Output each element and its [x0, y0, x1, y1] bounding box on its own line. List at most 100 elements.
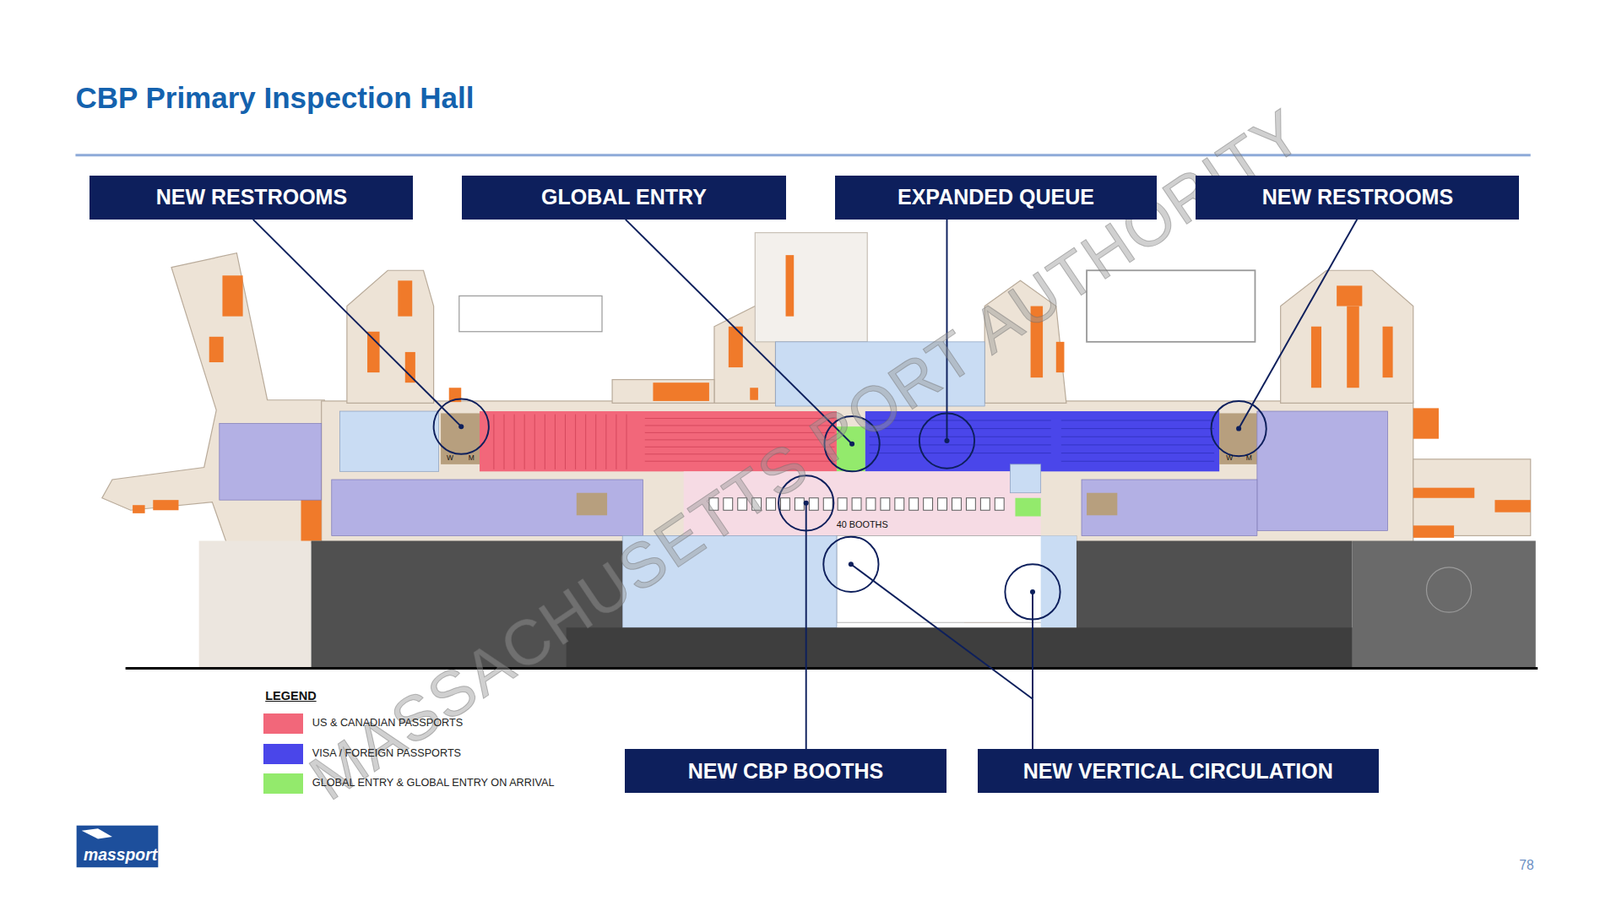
plan-rect	[1413, 525, 1454, 538]
logo-text: massport	[83, 846, 158, 864]
plan-circle	[943, 438, 950, 444]
plan-line	[1031, 591, 1034, 700]
plan-rect	[851, 498, 862, 511]
plan-line	[1061, 452, 1215, 454]
plan-rect	[219, 423, 322, 501]
plan-line	[524, 414, 526, 470]
plan-rect	[836, 535, 1077, 623]
plan-line	[1061, 428, 1215, 429]
plan-group	[75, 155, 1538, 868]
plan-line	[869, 444, 1052, 445]
legend-text: GLOBAL ENTRY & GLOBAL ENTRY ON ARRIVAL	[312, 777, 555, 790]
plan-line	[544, 414, 546, 470]
plan-line	[1061, 436, 1215, 438]
plan-label: 40 BOOTHS	[836, 520, 889, 531]
plan-line	[869, 452, 1052, 454]
plan-rect	[1346, 306, 1360, 389]
plan-rect	[894, 498, 905, 511]
plan-label: M	[1246, 454, 1253, 462]
plan-polygon	[347, 270, 434, 403]
plan-rect	[331, 479, 644, 536]
plan-line	[534, 414, 536, 470]
plan-circle	[1210, 401, 1266, 456]
plan-rect	[786, 254, 795, 317]
plan-rect	[1257, 411, 1389, 531]
callout-box: NEW CBP BOOTHS	[624, 748, 948, 793]
plan-rect	[909, 498, 919, 511]
plan-label: M	[468, 454, 475, 462]
callout-text: EXPANDED QUEUE	[897, 184, 1095, 210]
plan-circle	[1030, 589, 1036, 595]
plan-line	[125, 667, 1539, 670]
plan-line	[869, 436, 1052, 438]
plan-rect	[749, 387, 759, 401]
plan-label: W	[446, 454, 454, 462]
plan-polygon	[102, 253, 325, 543]
plan-path	[81, 828, 113, 839]
plan-rect	[952, 498, 962, 511]
plan-rect	[440, 412, 480, 464]
plan-label: W	[1225, 454, 1233, 462]
plan-line	[514, 414, 516, 470]
plan-rect	[652, 382, 709, 402]
plan-line	[805, 503, 808, 749]
plan-rect	[566, 627, 1358, 668]
plan-line	[851, 564, 1033, 700]
callout-text: NEW RESTROOMS	[1262, 184, 1454, 210]
plan-rect	[132, 504, 146, 514]
callout-box: NEW VERTICAL CIRCULATION	[977, 748, 1379, 793]
slide-title: CBP Primary Inspection Hall	[75, 81, 474, 115]
plan-line	[1061, 461, 1215, 462]
plan-line	[564, 414, 566, 470]
plan-polygon	[1280, 270, 1414, 403]
plan-g	[869, 420, 1215, 462]
plan-line	[1061, 419, 1215, 421]
plan-line	[585, 414, 586, 470]
plan-line	[595, 414, 597, 470]
plan-rect	[1494, 499, 1530, 513]
page-number: 78	[1518, 857, 1534, 873]
plan-rect	[1383, 326, 1394, 378]
plan-line	[1061, 444, 1215, 445]
callout-box: EXPANDED QUEUE	[835, 175, 1158, 220]
plan-line	[493, 414, 494, 470]
plan-rect	[339, 411, 439, 472]
plan-rect	[222, 275, 243, 316]
plan-rect	[1086, 493, 1118, 516]
plan-rect	[938, 498, 948, 511]
plan-circle	[803, 500, 809, 506]
plan-rect	[209, 336, 224, 363]
plan-rect	[1413, 488, 1476, 499]
plan-line	[626, 414, 628, 470]
plan-rect	[1081, 479, 1258, 536]
plan-rect	[397, 280, 413, 316]
plan-label: LEGEND	[265, 689, 316, 704]
plan-rect	[994, 498, 1004, 511]
plan-rect	[754, 233, 868, 342]
callout-text: GLOBAL ENTRY	[541, 184, 707, 210]
plan-rect	[612, 379, 715, 404]
plan-rect	[923, 498, 933, 511]
plan-rect	[1014, 498, 1041, 517]
plan-rect	[459, 295, 603, 331]
callout-text: NEW CBP BOOTHS	[688, 759, 885, 784]
plan-rect	[76, 825, 159, 868]
legend-text: VISA / FOREIGN PASSPORTS	[312, 748, 462, 760]
plan-rect	[152, 499, 179, 510]
plan-line	[503, 414, 505, 470]
plan-line	[253, 219, 462, 427]
plan-rect	[1056, 341, 1065, 373]
plan-rect	[880, 498, 890, 511]
plan-line	[605, 414, 607, 470]
callout-box: GLOBAL ENTRY	[461, 175, 786, 220]
callout-box: NEW RESTROOMS	[1195, 175, 1519, 220]
plan-rect	[965, 498, 976, 511]
plan-line	[1238, 219, 1357, 429]
plan-rect	[405, 352, 416, 383]
plan-rect	[367, 331, 380, 373]
plan-line	[574, 414, 576, 470]
callout-box: NEW RESTROOMS	[89, 175, 413, 220]
plan-circle	[848, 561, 854, 567]
plan-line	[615, 414, 617, 470]
callout-text: NEW VERTICAL CIRCULATION	[1023, 759, 1334, 784]
